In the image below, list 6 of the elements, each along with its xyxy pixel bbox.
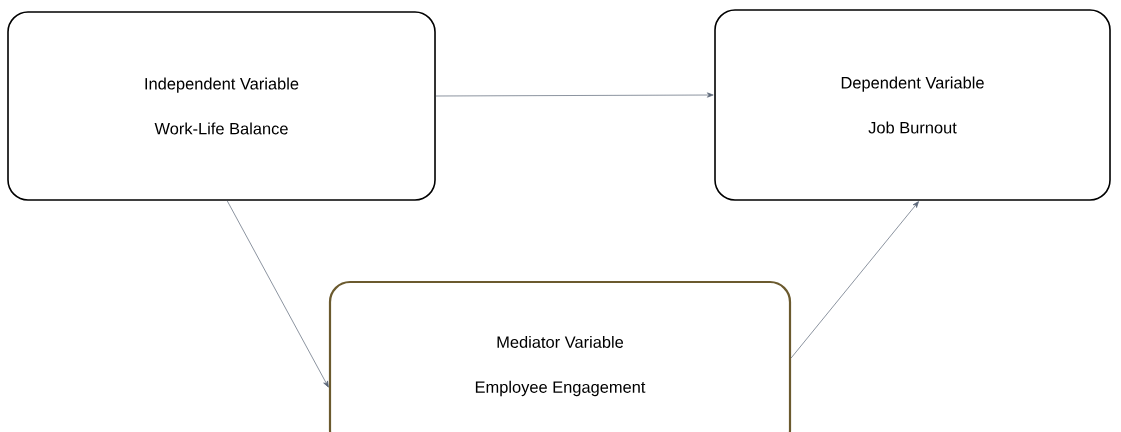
variable-box: Mediator Variable Employee Engagement: [328, 280, 792, 432]
variable-box: Independent Variable Work-Life Balance: [7, 11, 436, 201]
arrow: [790, 201, 919, 359]
arrow: [435, 92, 714, 98]
variable-box: Dependent Variable Job Burnout: [714, 9, 1111, 201]
arrow: [226, 200, 329, 388]
